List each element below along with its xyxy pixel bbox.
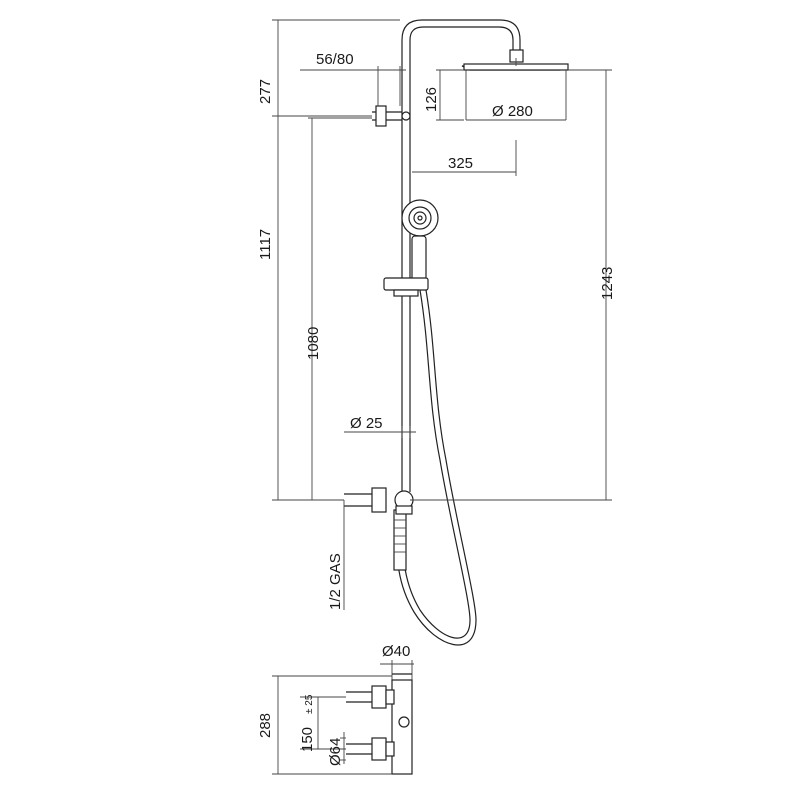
label-arm-reach: 325 [448, 155, 473, 172]
rain-shower-head [461, 58, 569, 71]
label-center-distance: 150 [299, 727, 316, 752]
slider-holder [383, 277, 429, 297]
label-tube-diameter: Ø 25 [350, 415, 383, 432]
label-head-height: 126 [423, 87, 440, 112]
label-mixer-diameter: Ø40 [382, 643, 410, 660]
label-connection: 1/2 GAS [327, 553, 344, 610]
label-arm-offset: 56/80 [316, 51, 354, 68]
label-top-to-outlet: 277 [257, 79, 274, 104]
mixer-detail [272, 660, 414, 775]
label-center-tolerance: ± 25 [304, 694, 315, 714]
label-total-height: 1243 [599, 267, 616, 300]
label-mixer-height: 288 [257, 713, 274, 738]
hand-shower [401, 199, 439, 283]
shower-hose [393, 289, 477, 646]
label-bar-height: 1080 [305, 327, 322, 360]
dimension-lines [272, 19, 612, 610]
label-head-diameter: Ø 280 [492, 103, 533, 120]
label-column-height: 1117 [257, 229, 274, 260]
label-inlet-diameter: Ø64 [327, 738, 344, 766]
diverter [344, 487, 414, 515]
wall-bracket-top [372, 105, 411, 127]
